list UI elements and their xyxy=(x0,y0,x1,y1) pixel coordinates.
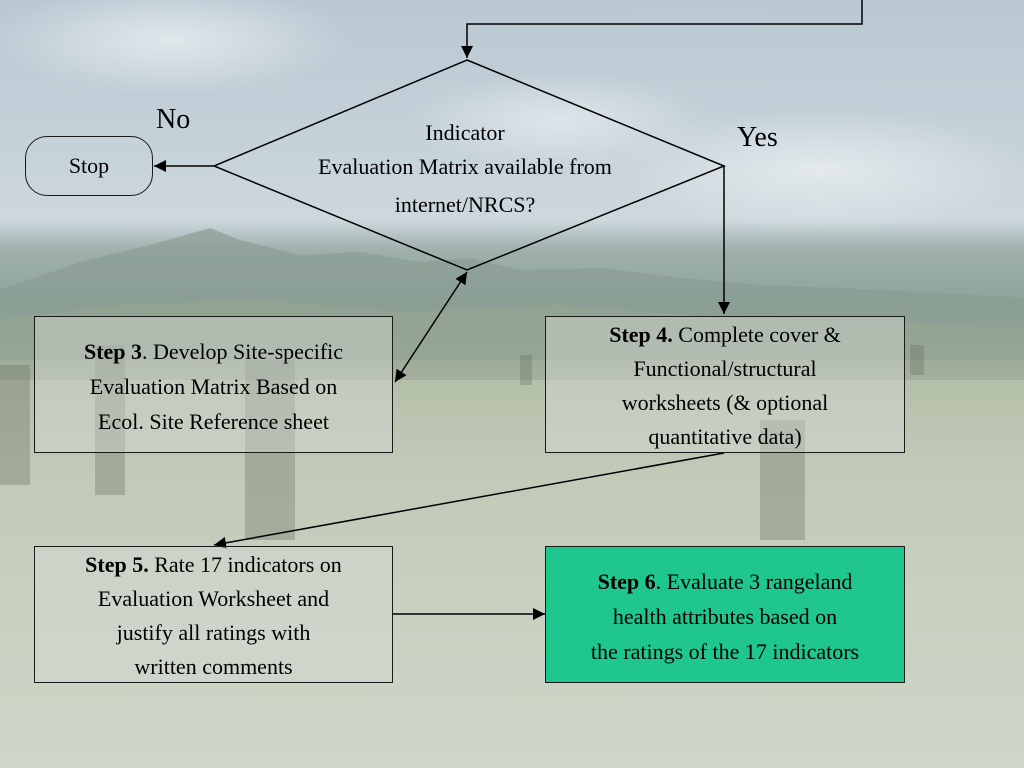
decision-diamond xyxy=(212,59,726,271)
step6-text-line3: the ratings of the 17 indicators xyxy=(590,639,860,664)
step5-text-line4: written comments xyxy=(134,654,293,679)
step6-box: Step 6. Evaluate 3 rangeland health attr… xyxy=(545,546,905,683)
decision-line2: Evaluation Matrix available from xyxy=(318,154,612,179)
step4-text-line1: Complete cover & xyxy=(672,322,841,347)
step3-title: Step 3 xyxy=(83,339,143,364)
step3-box: Step 3. Develop Site-specific Evaluation… xyxy=(34,316,393,453)
step5-text-line2: Evaluation Worksheet and xyxy=(97,586,330,611)
step6-text-line2: health attributes based on xyxy=(612,604,838,629)
step6-title: Step 6 xyxy=(597,569,656,594)
decision-line1: Indicator xyxy=(425,120,505,145)
step4-text-line3: worksheets (& optional xyxy=(621,390,829,415)
stop-label: Stop xyxy=(68,153,110,178)
step3-text-line2: Evaluation Matrix Based on xyxy=(89,374,338,399)
step4-box: Step 4. Complete cover & Functional/stru… xyxy=(545,316,905,453)
decision-line3: internet/NRCS? xyxy=(394,192,536,217)
step3-decision-arrow xyxy=(394,271,468,383)
step3-text-line1: . Develop Site-specific xyxy=(142,339,344,364)
step3-text-line3: Ecol. Site Reference sheet xyxy=(98,409,329,434)
step5-text-line3: justify all ratings with xyxy=(116,620,311,645)
no-label: No xyxy=(156,104,191,135)
step4-text-line4: quantitative data) xyxy=(648,424,802,449)
step5-box: Step 5. Rate 17 indicators on Evaluation… xyxy=(34,546,393,683)
step5-text-line1: Rate 17 indicators on xyxy=(148,552,342,577)
top-connector-arrow xyxy=(461,0,863,58)
decision-text: Indicator Evaluation Matrix available fr… xyxy=(250,116,680,222)
yes-label: Yes xyxy=(737,122,778,153)
step4-title: Step 4. xyxy=(609,322,673,347)
step6-text-line1: . Evaluate 3 rangeland xyxy=(655,569,853,594)
step5-title: Step 5. xyxy=(85,552,149,577)
stop-node: Stop xyxy=(25,136,153,196)
step4-to-step5-arrow xyxy=(213,452,725,549)
step4-text-line2: Functional/structural xyxy=(633,356,817,381)
